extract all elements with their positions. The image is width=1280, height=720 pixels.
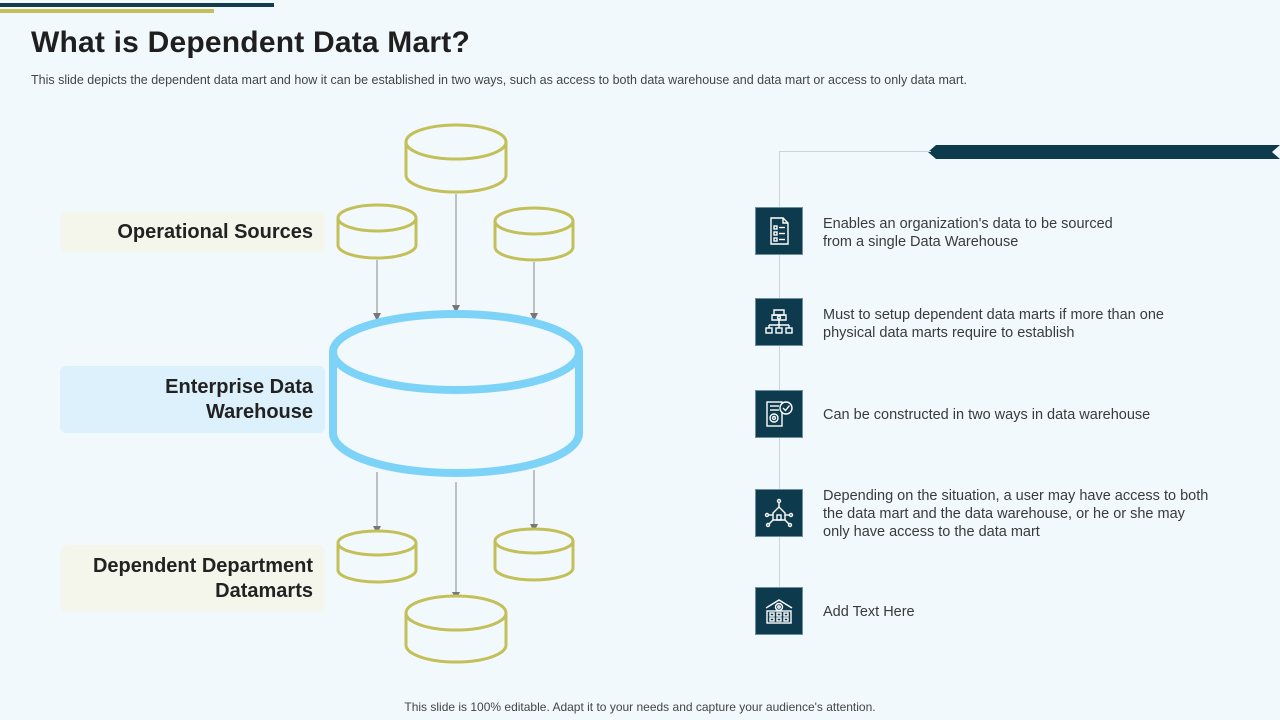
item-4-line3: only have access to the data mart (823, 524, 1040, 540)
item-text-5: Add Text Here (823, 603, 1223, 621)
item-text-3: Can be constructed in two ways in data w… (823, 406, 1223, 424)
operational-sources-text: Operational Sources (117, 220, 313, 243)
header-banner-strip (928, 145, 1280, 159)
timeline-connector (779, 151, 931, 152)
item-1-line1: Enables an organization's data to be sou… (823, 216, 1113, 232)
dependent-line2: Datamarts (215, 579, 313, 602)
dependent-datamarts-label: Dependent Department Datamarts (60, 545, 325, 612)
top-accent-bar-olive (0, 9, 214, 13)
item-4-line2: the data mart and the data warehouse, or… (823, 506, 1185, 522)
slide-footer: This slide is 100% editable. Adapt it to… (404, 700, 876, 714)
item-5-line1: Add Text Here (823, 604, 915, 620)
timeline-line (779, 151, 780, 611)
source-cylinder-right (493, 206, 575, 262)
operational-sources-label: Operational Sources (60, 212, 325, 252)
item-4-line1: Depending on the situation, a user may h… (823, 488, 1209, 504)
hierarchy-network-icon (755, 298, 803, 346)
dependent-line1: Dependent Department (92, 554, 313, 577)
server-settings-icon (755, 390, 803, 438)
datamart-cylinder-bottom (404, 594, 508, 664)
item-1-line2: from a single Data Warehouse (823, 234, 1019, 250)
enterprise-dw-line2: Warehouse (205, 400, 313, 423)
slide-title: What is Dependent Data Mart? (31, 26, 470, 59)
item-3-line1: Can be constructed in two ways in data w… (823, 407, 1151, 423)
top-accent-bar-dark (0, 3, 274, 7)
enterprise-data-warehouse-label: Enterprise Data Warehouse (60, 366, 325, 433)
source-cylinder-left (336, 203, 418, 260)
item-2-line1: Must to setup dependent data marts if mo… (823, 307, 1164, 323)
item-text-2: Must to setup dependent data marts if mo… (823, 306, 1223, 342)
datamart-cylinder-right (493, 527, 575, 582)
item-text-4: Depending on the situation, a user may h… (823, 487, 1223, 541)
source-cylinder-top (404, 123, 508, 194)
building-gear-icon (755, 587, 803, 635)
data-mart-diagram (329, 123, 583, 664)
enterprise-warehouse-cylinder (329, 310, 583, 477)
enterprise-dw-line1: Enterprise Data (165, 375, 313, 398)
network-home-icon (755, 489, 803, 537)
item-text-1: Enables an organization's data to be sou… (823, 215, 1223, 251)
datamart-cylinder-left (336, 529, 418, 584)
slide-subtitle: This slide depicts the dependent data ma… (31, 73, 967, 87)
item-2-line2: physical data marts require to establish (823, 325, 1075, 341)
document-list-icon (755, 207, 803, 255)
